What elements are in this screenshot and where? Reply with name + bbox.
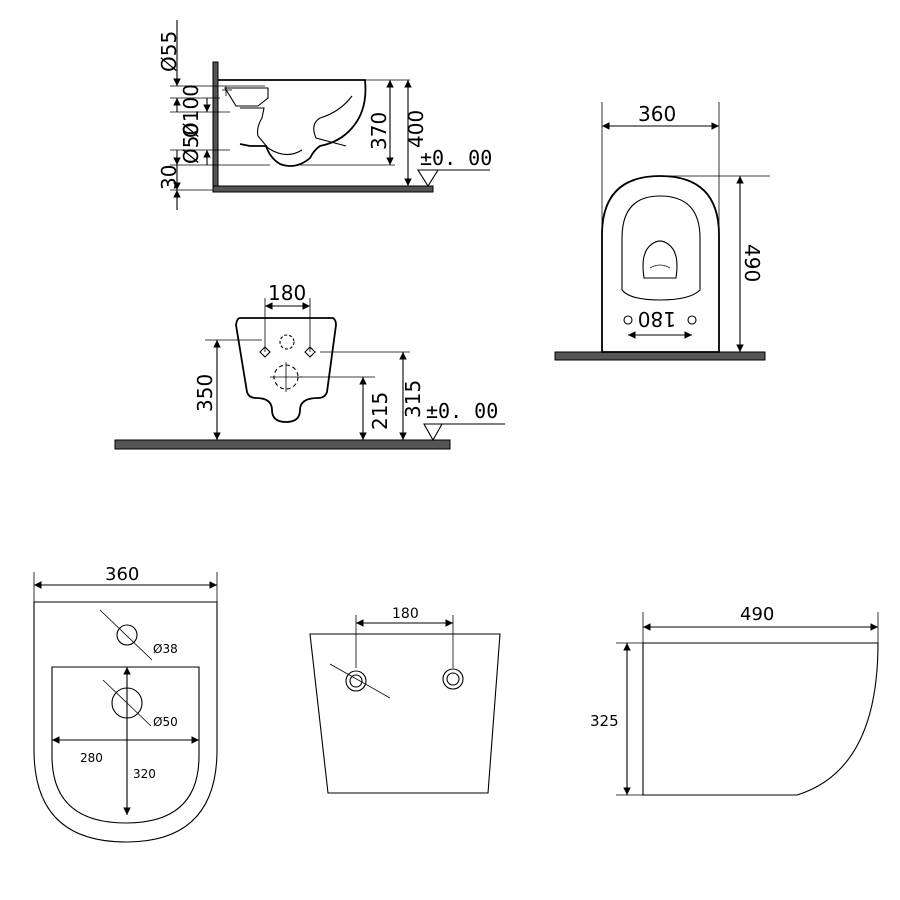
label-d50: Ø50 bbox=[179, 123, 203, 164]
label-h215: 215 bbox=[368, 392, 392, 430]
top-view: 180 360 490 bbox=[554, 102, 770, 361]
rear-outline bbox=[309, 633, 501, 794]
level-marker-icon bbox=[417, 169, 490, 188]
side-view: Ø55 Ø100 Ø50 30 370 400 ±0. 00 bbox=[157, 20, 492, 210]
bolt-hole-icon bbox=[623, 315, 633, 325]
label-bolt180: 180 bbox=[392, 606, 419, 622]
outlet-icon bbox=[642, 240, 678, 279]
label-h320: 320 bbox=[133, 767, 156, 781]
label-bolt180: 180 bbox=[268, 281, 306, 305]
label-level: ±0. 00 bbox=[426, 399, 498, 423]
label-bolt180: 180 bbox=[638, 307, 676, 331]
wall bbox=[212, 61, 219, 193]
label-h370: 370 bbox=[367, 112, 391, 150]
label-h30: 30 bbox=[157, 165, 181, 190]
label-h400: 400 bbox=[404, 110, 428, 148]
label-h490: 490 bbox=[740, 244, 764, 282]
bowl-inner bbox=[621, 195, 701, 301]
bolt-hole-icon bbox=[259, 346, 271, 358]
label-w360: 360 bbox=[105, 564, 139, 585]
profile-view: 490 325 bbox=[590, 604, 879, 796]
bolt-hole-icon bbox=[345, 670, 367, 692]
bolt-hole-icon bbox=[687, 315, 697, 325]
label-level: ±0. 00 bbox=[420, 146, 492, 170]
label-d38: Ø38 bbox=[153, 642, 178, 656]
label-w360: 360 bbox=[638, 102, 676, 126]
profile-outline bbox=[642, 642, 879, 796]
label-d50: Ø50 bbox=[153, 715, 178, 729]
tank-hole-icon bbox=[116, 624, 138, 646]
plan-outline bbox=[33, 601, 218, 843]
back-outline bbox=[235, 317, 337, 423]
floor bbox=[554, 351, 766, 361]
inlet-icon bbox=[279, 334, 295, 350]
label-d55: Ø55 bbox=[157, 31, 181, 72]
floor bbox=[212, 185, 434, 193]
bowl-outline bbox=[218, 79, 367, 167]
floor bbox=[114, 439, 451, 450]
plan-inner bbox=[51, 666, 200, 824]
bolt-hole-icon bbox=[304, 346, 316, 358]
back-view: 180 350 215 315 ±0. 00 bbox=[114, 281, 505, 450]
plan-view: 360 Ø38 Ø50 280 320 bbox=[33, 564, 218, 843]
bolt-hole-icon bbox=[442, 668, 464, 690]
label-d100: Ø100 bbox=[179, 84, 203, 138]
label-h315: 315 bbox=[401, 380, 425, 418]
label-h325: 325 bbox=[590, 712, 619, 730]
level-marker-icon bbox=[423, 423, 505, 442]
label-h350: 350 bbox=[193, 374, 217, 412]
label-w490: 490 bbox=[740, 604, 774, 625]
rear-view: 180 bbox=[309, 606, 501, 794]
label-w280: 280 bbox=[80, 751, 103, 765]
